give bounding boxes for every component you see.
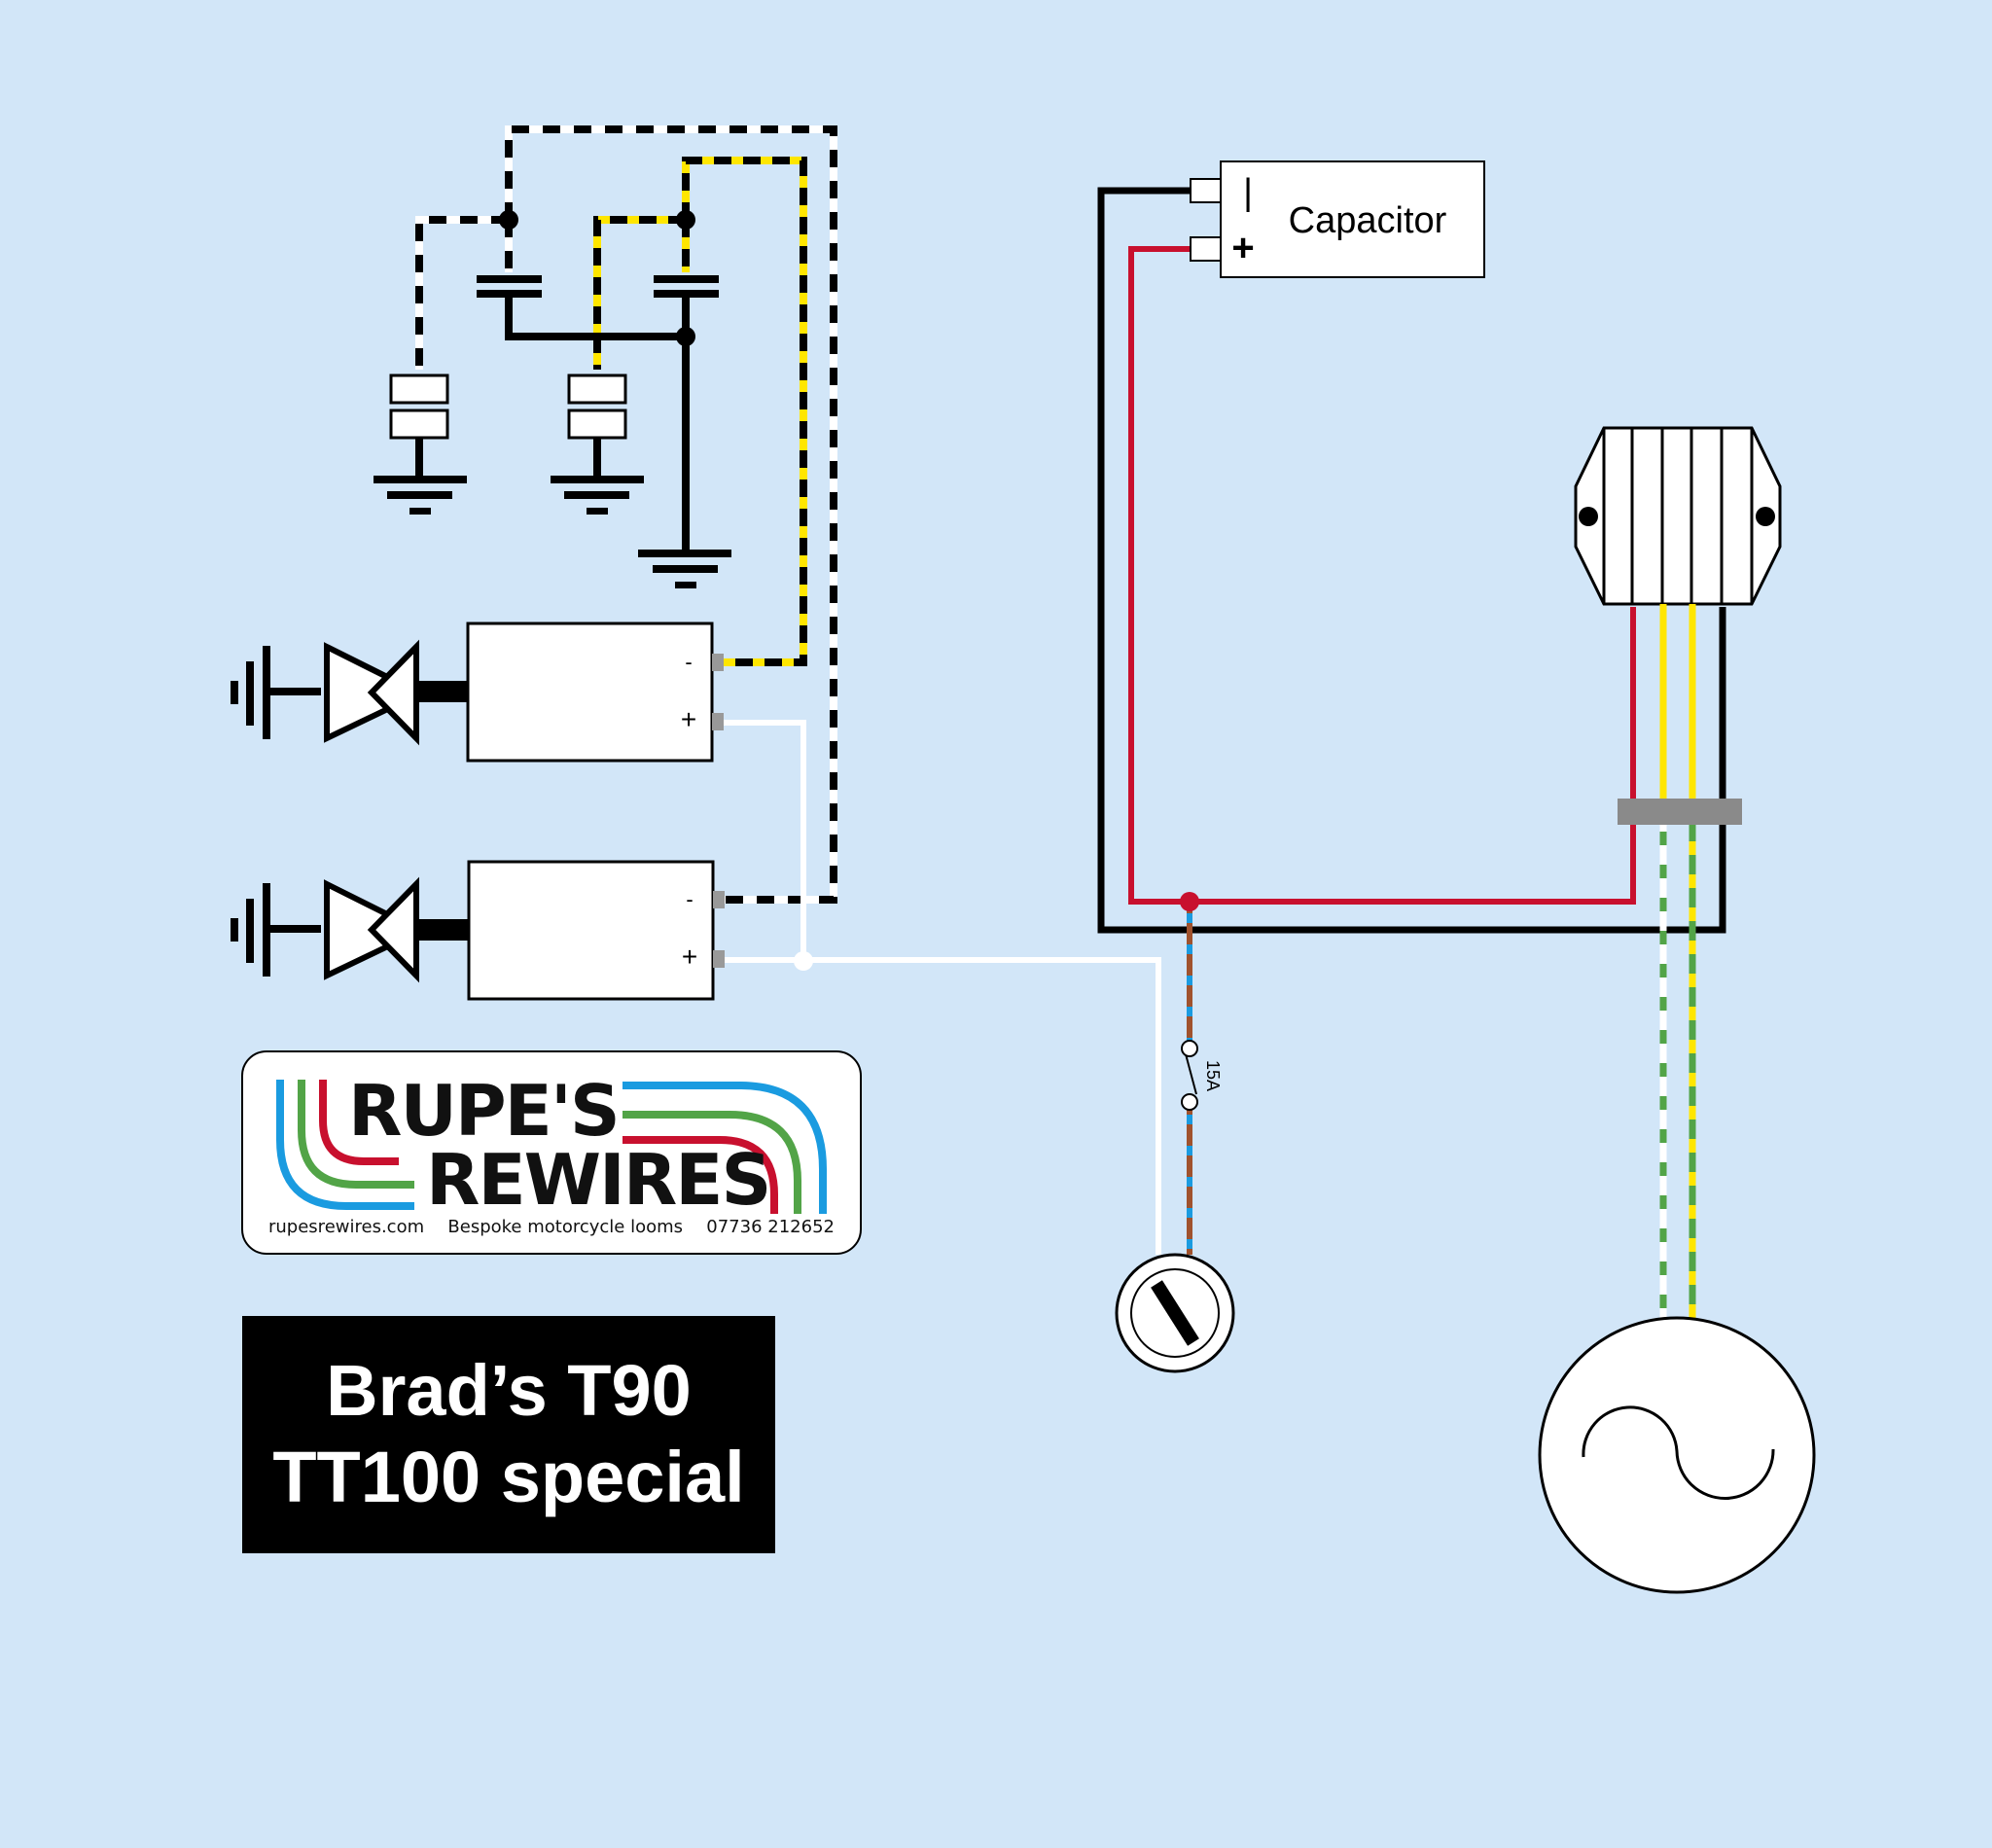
logo-word-rewires: REWIRES bbox=[426, 1139, 771, 1221]
junction-dot bbox=[794, 951, 813, 971]
junction-dot bbox=[499, 210, 518, 230]
logo-website: rupesrewires.com bbox=[268, 1217, 425, 1237]
logo-word-rupes: RUPE'S bbox=[348, 1070, 621, 1152]
coil-neg-symbol: - bbox=[686, 887, 693, 911]
capacitor-pos-symbol: + bbox=[1231, 227, 1254, 269]
diagram-title: Brad’s T90 TT100 special bbox=[242, 1316, 775, 1553]
coil-pos-symbol: + bbox=[682, 942, 697, 972]
wire-black-white bbox=[415, 125, 837, 904]
capacitor-neg-symbol: | bbox=[1243, 172, 1253, 213]
logo-tagline: Bespoke motorcycle looms bbox=[447, 1217, 684, 1237]
spark-plug-icon bbox=[324, 639, 427, 746]
wire-yellow bbox=[1659, 604, 1696, 817]
earth-icon bbox=[374, 438, 467, 515]
wire-black-yellow bbox=[593, 157, 807, 666]
points-left bbox=[389, 373, 449, 440]
rupes-rewires-logo: RUPE'S REWIRES rupesrewires.com Bespoke … bbox=[241, 1050, 862, 1255]
spark-plug-icon bbox=[324, 876, 427, 983]
condenser-right bbox=[654, 275, 719, 298]
harness-grommet bbox=[1618, 799, 1742, 825]
title-line-1: Brad’s T90 bbox=[326, 1350, 692, 1432]
coil-neg-symbol: - bbox=[685, 650, 692, 674]
logo-stripes-icon bbox=[276, 1080, 827, 1214]
ignition-coil-bottom: - + bbox=[377, 860, 725, 1001]
junction-dot bbox=[1180, 892, 1199, 911]
alternator-icon bbox=[1538, 1316, 1816, 1594]
capacitor: | + Capacitor bbox=[1190, 160, 1485, 278]
wire-white bbox=[720, 720, 1161, 1255]
earth-icon bbox=[638, 550, 731, 588]
fuse-icon: 15A bbox=[1181, 1040, 1223, 1111]
regulator-rectifier bbox=[1574, 426, 1782, 606]
ignition-coil-top: - + bbox=[376, 622, 724, 763]
points-right bbox=[567, 373, 627, 440]
logo-phone: 07736 212652 bbox=[706, 1217, 835, 1237]
fuse-rating: 15A bbox=[1203, 1060, 1223, 1091]
ignition-switch-icon bbox=[1115, 1253, 1235, 1373]
junction-dot bbox=[676, 327, 695, 346]
capacitor-label: Capacitor bbox=[1289, 200, 1447, 241]
wire-red bbox=[1128, 246, 1636, 905]
coil-pos-symbol: + bbox=[681, 704, 696, 734]
title-line-2: TT100 special bbox=[272, 1437, 745, 1517]
earth-icon bbox=[231, 646, 321, 739]
condenser-left bbox=[477, 275, 542, 298]
earth-icon bbox=[231, 883, 321, 977]
junction-dot bbox=[676, 210, 695, 230]
earth-icon bbox=[551, 438, 644, 515]
